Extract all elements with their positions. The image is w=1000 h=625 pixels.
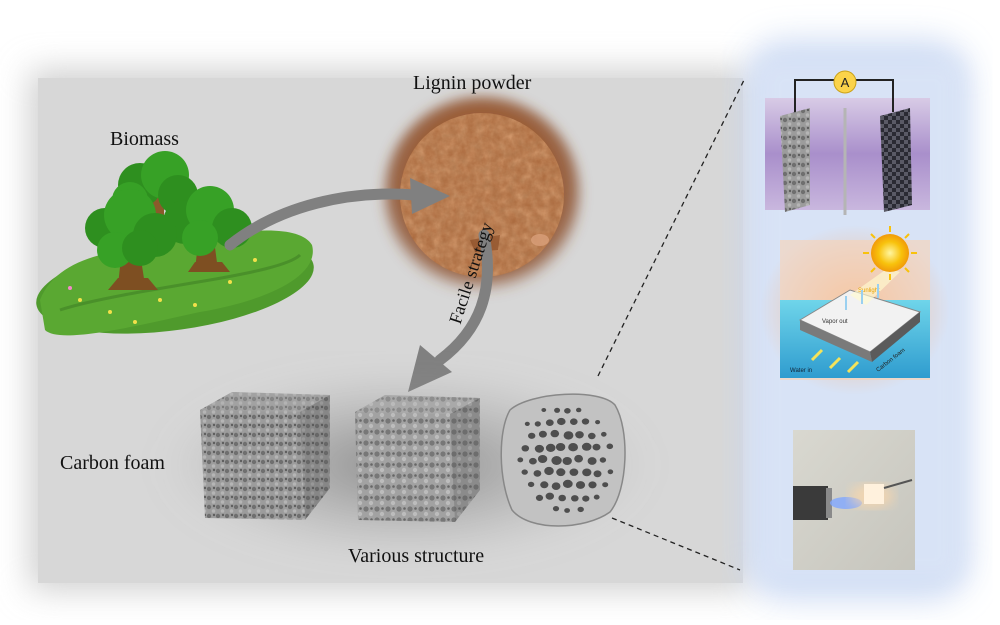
foam-pore (544, 466, 554, 476)
lignin-powder-illustration (384, 97, 580, 293)
various-structure-label: Various structure (348, 545, 485, 567)
foam-pore (568, 443, 578, 452)
foam-pore (581, 418, 590, 425)
foam-pore (551, 482, 561, 491)
vapor-arrows (845, 284, 879, 310)
foam-pore (582, 495, 590, 502)
foam-pore (606, 443, 614, 450)
foam-cube-2 (355, 395, 480, 522)
foam-pore (587, 457, 597, 465)
foam-pore (581, 442, 592, 451)
foam-pore (595, 420, 601, 425)
foam-pore (540, 481, 549, 489)
app-electrochemical-cell: A (765, 70, 930, 215)
foam-pore (524, 421, 530, 426)
lignin-powder-label: Lignin powder (413, 72, 532, 94)
foam-cube-1 (200, 392, 330, 520)
foam-pore (545, 443, 556, 452)
sunlight-label: Sunlight (858, 288, 880, 294)
foam-pore (528, 432, 536, 439)
foam-pore (593, 470, 602, 478)
foam-pore (551, 456, 562, 465)
biomass-illustration (36, 151, 314, 336)
foam-pore (593, 494, 600, 500)
sun-rays (863, 226, 917, 280)
foam-pore (529, 457, 537, 465)
foam-pore (562, 457, 572, 465)
vapor-out-label: Vapor out (822, 319, 848, 325)
foam-pore (556, 468, 566, 477)
foam-cell-structure (500, 393, 626, 527)
dashed-connectors (597, 77, 746, 571)
biomass-label: Biomass (110, 128, 179, 150)
ammeter-symbol: A (841, 75, 850, 90)
foam-pore (537, 455, 548, 463)
foam-pore (602, 482, 609, 488)
foam-pore (564, 408, 571, 414)
foam-pore (545, 419, 554, 427)
foam-pore (582, 468, 592, 477)
foam-pore (534, 421, 541, 427)
foam-pore (571, 495, 579, 502)
foam-pore (576, 407, 582, 413)
foam-pore (550, 429, 560, 438)
foam-pore (577, 506, 584, 513)
foam-pore (601, 431, 607, 437)
foam-pore (527, 481, 535, 488)
foam-pore (562, 479, 573, 488)
foam-pore (521, 445, 530, 452)
foam-pore (575, 481, 586, 489)
foam-pore (541, 408, 547, 412)
carbon-foam-label: Carbon foam (60, 452, 165, 474)
foam-pore (558, 494, 566, 502)
foam-pore (564, 508, 570, 513)
foam-pore (599, 457, 607, 463)
foam-pore (554, 407, 561, 413)
foam-pore (588, 481, 597, 489)
foam-pore (557, 417, 566, 426)
foam-pore (569, 468, 579, 476)
foam-pore (555, 443, 566, 451)
foam-pore (521, 469, 528, 475)
foam-pore (533, 470, 542, 477)
water-arrows (810, 348, 860, 374)
foam-pore (538, 430, 547, 438)
foam-pore (534, 444, 545, 453)
tree-left (85, 189, 177, 290)
app-flame-test (793, 430, 915, 570)
foam-pore (607, 469, 614, 475)
foam-pore (588, 432, 596, 440)
foam-pore (575, 431, 584, 439)
foam-pores (517, 407, 614, 513)
arrow-biomass-to-lignin (224, 178, 450, 251)
flower-dots (68, 258, 257, 324)
foam-pore (545, 492, 554, 500)
foam-pore (535, 494, 544, 501)
foam-pore (552, 506, 560, 512)
foam-pore (570, 418, 578, 426)
foam-pore (563, 431, 574, 440)
foam-pore (592, 443, 601, 451)
foam-pore (517, 457, 524, 463)
foam-pore (574, 454, 583, 463)
app-solar-evaporation: Sunlight Vapor out Water in Carbon foam (760, 225, 950, 395)
water-in-label: Water in (790, 368, 812, 374)
